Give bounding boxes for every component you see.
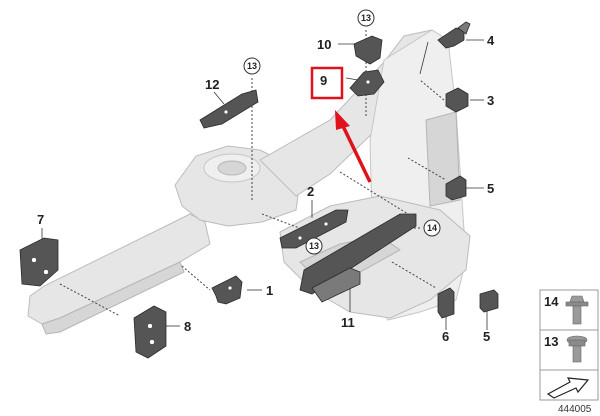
- callout-5-upper: 5: [487, 181, 494, 196]
- direction-arrow-icon: [546, 377, 590, 399]
- circled-13-c: 13: [309, 241, 319, 251]
- callout-1: 1: [266, 283, 273, 298]
- circled-13-a: 13: [247, 61, 257, 71]
- part-3-nut: [445, 87, 469, 113]
- body-structure: [27, 29, 471, 335]
- circled-refs: 13 13 13 14: [243, 9, 441, 255]
- callout-10: 10: [317, 37, 331, 52]
- callout-5-lower: 5: [483, 329, 490, 344]
- legend-14-label: 14: [544, 294, 559, 309]
- callout-11: 11: [341, 315, 355, 330]
- callout-6: 6: [442, 329, 449, 344]
- diagram-code: 444005: [558, 404, 592, 415]
- part-5-bracket-lower: [479, 289, 499, 313]
- circled-14: 14: [427, 223, 437, 233]
- part-4-bracket: [437, 21, 471, 49]
- part-8-bracket: [133, 305, 167, 359]
- part-9-bracket: [349, 69, 385, 97]
- callout-2: 2: [307, 184, 314, 199]
- part-12-bracket: [199, 89, 259, 129]
- part-11-rail: [299, 213, 417, 303]
- part-5-bracket-upper: [445, 175, 467, 201]
- callout-4: 4: [487, 33, 495, 48]
- part-6-bracket: [437, 287, 455, 319]
- callout-7: 7: [37, 212, 44, 227]
- part-7-bracket: [19, 237, 59, 287]
- bolt-icon: [566, 335, 588, 363]
- highlight-box: [310, 66, 344, 100]
- callouts: 1 2 3 4 5 5 6 7 8 9 10 11 12: [37, 33, 495, 344]
- bolt-flange-icon: [565, 295, 589, 325]
- callout-3: 3: [487, 93, 494, 108]
- part-1-bracket: [211, 275, 243, 305]
- callout-9: 9: [320, 73, 327, 88]
- circled-13-b: 13: [361, 13, 371, 23]
- callout-12: 12: [205, 77, 219, 92]
- callout-8: 8: [184, 319, 191, 334]
- legend-13-label: 13: [544, 334, 558, 349]
- red-arrow: [335, 110, 372, 183]
- part-2-bracket: [279, 209, 349, 249]
- part-10-bracket: [353, 35, 383, 65]
- legend: 14 13 444005: [539, 289, 599, 415]
